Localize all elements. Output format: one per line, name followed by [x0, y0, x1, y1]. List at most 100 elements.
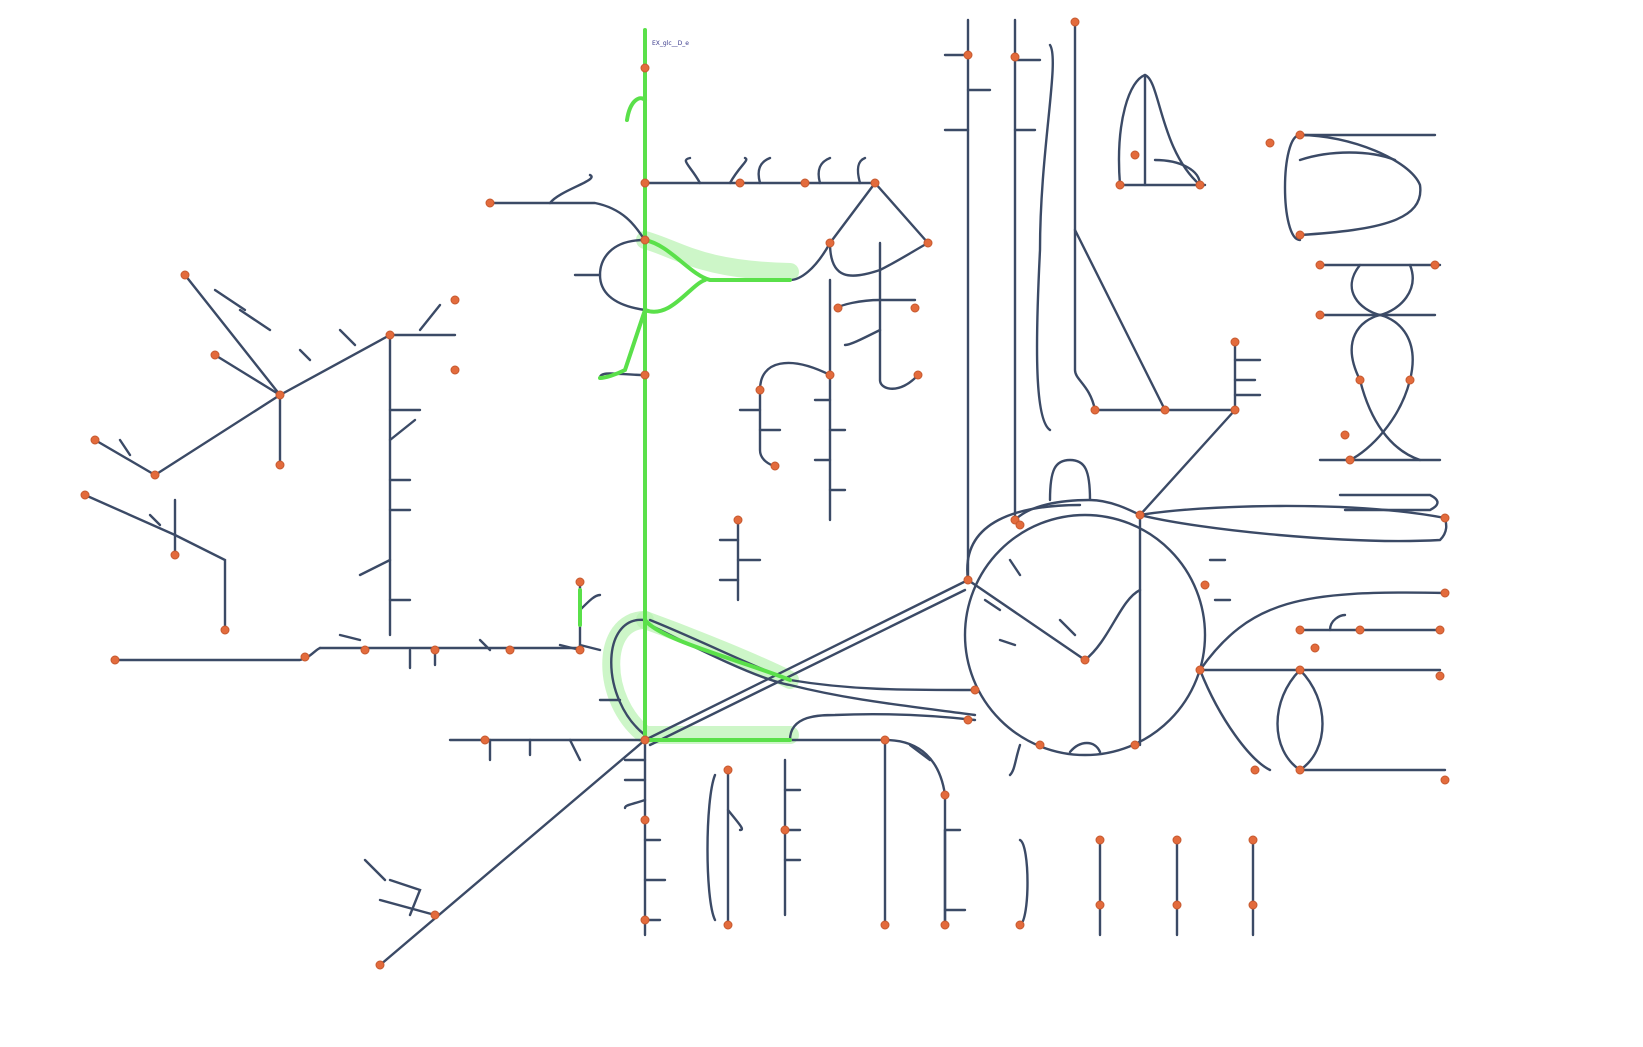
- reaction-58[interactable]: [1198, 591, 1447, 672]
- reaction-4[interactable]: [788, 241, 832, 282]
- reaction-114[interactable]: [578, 643, 602, 652]
- reaction-101[interactable]: [358, 558, 392, 577]
- reaction-53[interactable]: [1013, 498, 1142, 522]
- metabolite-node[interactable]: [770, 461, 780, 471]
- reaction-9[interactable]: [856, 156, 867, 185]
- reaction-87[interactable]: [298, 348, 312, 362]
- metabolite-node[interactable]: [1248, 835, 1258, 845]
- metabolite-node[interactable]: [180, 270, 190, 280]
- metabolite-node[interactable]: [1070, 17, 1080, 27]
- reaction-61[interactable]: [1276, 668, 1324, 772]
- metabolite-node[interactable]: [640, 178, 650, 188]
- reaction-156[interactable]: [1008, 558, 1022, 577]
- metabolite-node[interactable]: [1015, 520, 1025, 530]
- reaction-123[interactable]: [643, 578, 970, 742]
- highlighted-reaction-4[interactable]: [625, 96, 647, 122]
- reaction-108[interactable]: [478, 638, 492, 652]
- metabolite-node[interactable]: [870, 178, 880, 188]
- metabolite-node[interactable]: [1230, 405, 1240, 415]
- metabolite-node[interactable]: [1310, 643, 1320, 653]
- reaction-11[interactable]: [548, 173, 593, 205]
- reaction-1[interactable]: [828, 181, 877, 245]
- reaction-70[interactable]: [1350, 263, 1414, 317]
- reaction-131[interactable]: [908, 743, 932, 762]
- reaction-135[interactable]: [623, 798, 647, 810]
- metabolite-node[interactable]: [963, 50, 973, 60]
- metabolite-node[interactable]: [755, 385, 765, 395]
- reaction-48[interactable]: [1138, 408, 1237, 517]
- reaction-141[interactable]: [726, 808, 744, 832]
- reaction-21[interactable]: [758, 361, 832, 392]
- reaction-56[interactable]: [966, 578, 1087, 662]
- metabolite-node[interactable]: [640, 370, 650, 380]
- reaction-66[interactable]: [1298, 133, 1422, 237]
- reaction-57[interactable]: [1083, 588, 1142, 662]
- reaction-40[interactable]: [1035, 43, 1054, 432]
- metabolite-node[interactable]: [1195, 665, 1205, 675]
- metabolite-node[interactable]: [1095, 900, 1105, 910]
- metabolite-node[interactable]: [1195, 180, 1205, 190]
- reaction-125[interactable]: [648, 618, 977, 692]
- reaction-92[interactable]: [173, 533, 227, 632]
- metabolite-node[interactable]: [880, 735, 890, 745]
- reaction-78[interactable]: [183, 273, 282, 397]
- metabolite-node[interactable]: [1080, 655, 1090, 665]
- metabolite-node[interactable]: [1015, 920, 1025, 930]
- metabolite-node[interactable]: [1435, 671, 1445, 681]
- metabolite-node[interactable]: [575, 577, 585, 587]
- metabolite-node[interactable]: [1315, 310, 1325, 320]
- reaction-154[interactable]: [983, 598, 1002, 612]
- metabolite-node[interactable]: [963, 575, 973, 585]
- reaction-83[interactable]: [93, 438, 157, 477]
- metabolite-node[interactable]: [450, 295, 460, 305]
- metabolite-node[interactable]: [1440, 588, 1450, 598]
- metabolite-node[interactable]: [1340, 430, 1350, 440]
- reaction-59[interactable]: [1198, 668, 1272, 772]
- metabolite-node[interactable]: [970, 685, 980, 695]
- reaction-50[interactable]: [1138, 504, 1447, 520]
- reaction-79[interactable]: [213, 288, 247, 312]
- metabolite-node[interactable]: [485, 198, 495, 208]
- metabolite-node[interactable]: [480, 735, 490, 745]
- highlighted-reaction-3[interactable]: [598, 308, 647, 380]
- metabolite-node[interactable]: [735, 178, 745, 188]
- metabolite-node[interactable]: [1130, 740, 1140, 750]
- reaction-7[interactable]: [757, 156, 772, 185]
- metabolite-node[interactable]: [1430, 260, 1440, 270]
- reaction-29[interactable]: [878, 241, 920, 390]
- reaction-65[interactable]: [1283, 133, 1437, 242]
- metabolite-node[interactable]: [940, 920, 950, 930]
- metabolite-node[interactable]: [430, 910, 440, 920]
- metabolite-node[interactable]: [1440, 775, 1450, 785]
- highlighted-reaction-5[interactable]: [643, 618, 792, 682]
- reaction-30[interactable]: [836, 298, 882, 310]
- reaction-149[interactable]: [1018, 838, 1029, 927]
- metabolite-node[interactable]: [275, 390, 285, 400]
- reaction-105[interactable]: [338, 633, 362, 642]
- metabolite-node[interactable]: [640, 235, 650, 245]
- metabolite-node[interactable]: [1248, 900, 1258, 910]
- metabolite-node[interactable]: [640, 915, 650, 925]
- metabolite-node[interactable]: [723, 920, 733, 930]
- metabolite-node[interactable]: [640, 735, 650, 745]
- metabolite-node[interactable]: [733, 515, 743, 525]
- highlighted-reaction-2[interactable]: [643, 278, 707, 314]
- metabolite-node[interactable]: [1405, 375, 1415, 385]
- reaction-118[interactable]: [568, 738, 582, 762]
- metabolite-node[interactable]: [80, 490, 90, 500]
- metabolite-node[interactable]: [825, 238, 835, 248]
- reaction-103[interactable]: [113, 646, 322, 662]
- highlighted-reaction-1[interactable]: [643, 238, 792, 282]
- metabolite-node[interactable]: [1355, 375, 1365, 385]
- metabolite-node[interactable]: [923, 238, 933, 248]
- reaction-71[interactable]: [1348, 313, 1414, 462]
- reaction-2[interactable]: [873, 181, 930, 245]
- reaction-51[interactable]: [1138, 513, 1448, 543]
- metabolite-node[interactable]: [385, 330, 395, 340]
- reaction-77[interactable]: [1153, 158, 1202, 187]
- metabolite-node[interactable]: [1095, 835, 1105, 845]
- metabolite-node[interactable]: [780, 825, 790, 835]
- metabolite-node[interactable]: [963, 715, 973, 725]
- reaction-95[interactable]: [148, 513, 162, 527]
